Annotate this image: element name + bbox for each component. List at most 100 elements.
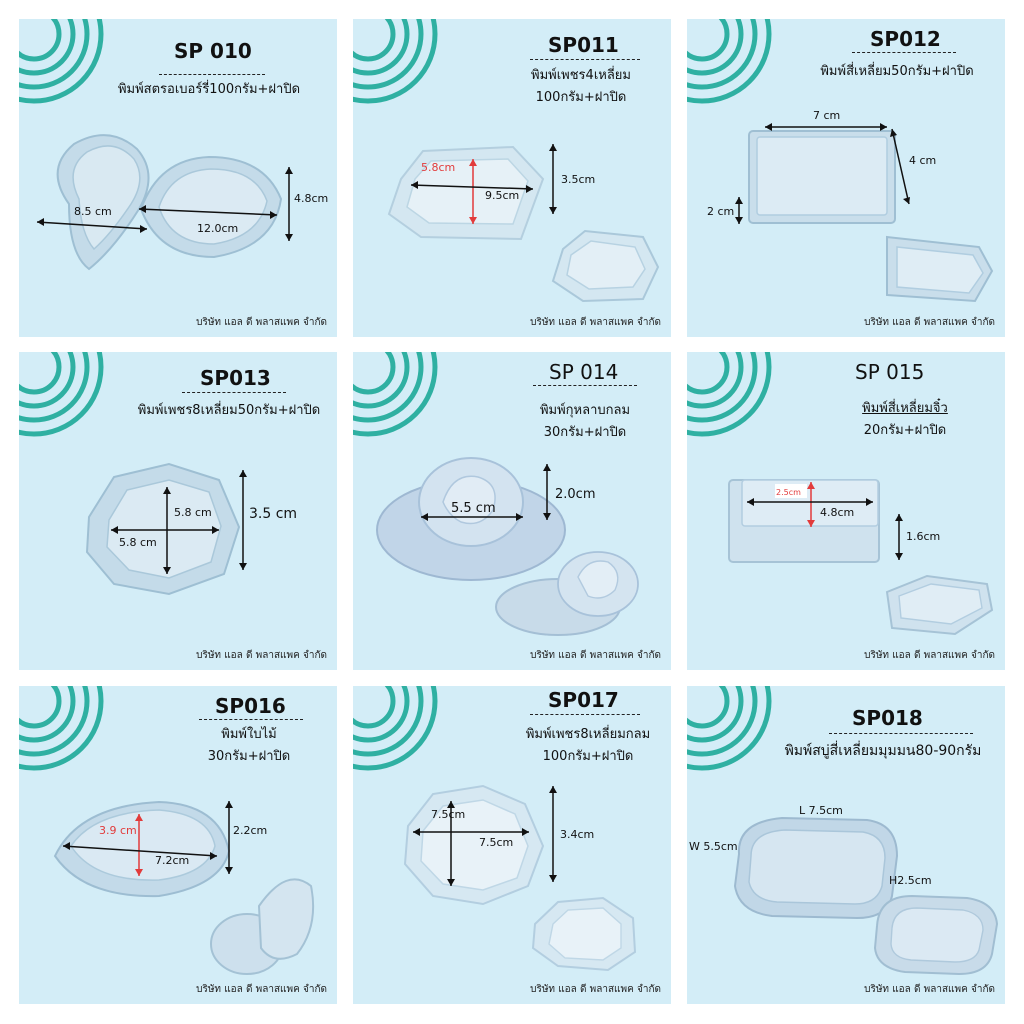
product-description: พิมพ์ใบไม้ 30กรัม+ฝาปิด [189,724,309,768]
product-code: SP018 [852,706,923,730]
dimension-label: 4.8cm [820,506,854,519]
dimension-label: 5.8cm [421,161,455,174]
product-description: พิมพ์สตรอเบอร์รี่100กรัม+ฝาปิด [109,79,309,101]
dimension-label: 2.0cm [555,487,596,502]
product-card-sp015: SP 015 พิมพ์สี่เหลี่ยมจิ๋ว 20กรัม+ฝาปิด … [687,352,1005,670]
dimension-label: 4.8cm [294,192,328,205]
dimension-line [138,208,278,216]
product-code: SP011 [548,33,619,57]
product-description: พิมพ์สี่เหลี่ยมจิ๋ว 20กรัม+ฝาปิด [835,398,975,442]
dimension-label: 3.5 cm [249,506,297,522]
dimension-label: 5.8 cm [119,536,157,549]
description-line: พิมพ์กุหลาบกลม [539,403,631,418]
swirl-logo-icon [19,19,104,104]
description-line: พิมพ์สตรอเบอร์รี่100กรัม+ฝาปิด [117,82,301,97]
product-illustration: 8.5 cm 12.0cm 4.8cm [36,134,328,271]
product-code: SP017 [548,688,619,712]
dimension-label: 9.5cm [485,189,519,202]
company-name: บริษัท แอล ดี พลาสแพค จำกัด [530,650,661,661]
company-name: บริษัท แอล ดี พลาสแพค จำกัด [864,650,995,661]
product-description: พิมพ์กุหลาบกลม 30กรัม+ฝาปิด [515,400,655,444]
description-line: พิมพ์สี่เหลี่ยม50กรัม+ฝาปิด [820,64,974,79]
product-code: SP013 [200,366,271,390]
product-code: SP 014 [549,360,619,384]
product-illustration: 5.8 cm 5.8 cm 3.5 cm [85,462,297,596]
product-card-sp018: SP018 พิมพ์สบู่สี่เหลี่ยมมุมมน80-90กรัม … [687,686,1005,1004]
description-line: 100กรัม+ฝาปิด [542,749,634,764]
description-line: พิมพ์เพชร8เหลี่ยม50กรัม+ฝาปิด [137,403,321,418]
product-card-sp010: SP 010 พิมพ์สตรอเบอร์รี่100กรัม+ฝาปิด 8.… [19,19,337,337]
dimension-label: 8.5 cm [74,205,112,218]
product-description: พิมพ์เพชร4เหลี่ยม 100กรัม+ฝาปิด [501,65,661,109]
description-line: พิมพ์เพชร8เหลี่ยมกลม [525,727,651,742]
description-line: 20กรัม+ฝาปิด [863,423,947,438]
product-card-sp016: SP016 พิมพ์ใบไม้ 30กรัม+ฝาปิด 3.9 cm 7.2… [19,686,337,1004]
product-description: พิมพ์สบู่สี่เหลี่ยมมุมมน80-90กรัม [767,740,999,762]
swirl-logo-icon [353,19,438,104]
description-line: พิมพ์สบู่สี่เหลี่ยมมุมมน80-90กรัม [784,743,982,759]
title-underline [182,392,286,393]
swirl-logo-icon [19,686,104,771]
swirl-logo-icon [19,352,104,437]
dimension-label: 2 cm [707,205,734,218]
product-illustration: 7 cm 4 cm 2 cm [707,109,994,303]
product-code: SP 015 [855,360,925,384]
title-underline [530,59,640,60]
company-name: บริษัท แอล ดี พลาสแพค จำกัด [864,317,995,328]
product-illustration: 7.5cm 7.5cm 3.4cm [403,784,637,972]
product-card-sp011: SP011 พิมพ์เพชร4เหลี่ยม 100กรัม+ฝาปิด 5.… [353,19,671,337]
description-line: พิมพ์ใบไม้ [221,727,277,742]
dimension-label: 7.5cm [431,808,465,821]
product-description: พิมพ์เพชร8เหลี่ยมกลม 100กรัม+ฝาปิด [513,724,663,768]
product-description: พิมพ์สี่เหลี่ยม50กรัม+ฝาปิด [797,61,997,83]
title-underline [533,385,637,386]
swirl-logo-icon [353,352,438,437]
swirl-logo-icon [687,19,772,104]
title-underline [829,733,973,734]
description-line: 100กรัม+ฝาปิด [535,90,627,105]
product-illustration: 5.8cm 9.5cm 3.5cm [387,144,660,303]
product-code: SP012 [870,27,941,51]
dimension-label: 3.9 cm [99,824,137,837]
dimension-label: W 5.5cm [689,840,738,853]
dimension-label: 5.8 cm [174,506,212,519]
description-line: พิมพ์สี่เหลี่ยมจิ๋ว [862,401,948,416]
product-code: SP016 [215,694,286,718]
dimension-label: 4 cm [909,154,936,167]
company-name: บริษัท แอล ดี พลาสแพค จำกัด [196,317,327,328]
product-description: พิมพ์เพชร8เหลี่ยม50กรัม+ฝาปิด [129,400,329,422]
product-illustration: 3.9 cm 7.2cm 2.2cm [53,800,315,975]
description-line: 30กรัม+ฝาปิด [543,425,627,440]
product-card-sp014: SP 014 พิมพ์กุหลาบกลม 30กรัม+ฝาปิด 5.5 c… [353,352,671,670]
dimension-label: 7.5cm [479,836,513,849]
company-name: บริษัท แอล ดี พลาสแพค จำกัด [196,984,327,995]
product-illustration: 5.5 cm 2.0cm [376,457,639,636]
company-name: บริษัท แอล ดี พลาสแพค จำกัด [196,650,327,661]
company-name: บริษัท แอล ดี พลาสแพค จำกัด [864,984,995,995]
dimension-label: 7 cm [813,109,840,122]
description-line: 30กรัม+ฝาปิด [207,749,291,764]
title-underline [530,714,640,715]
dimension-label: L 7.5cm [799,804,843,817]
dimension-line [36,221,148,230]
swirl-logo-icon [687,352,772,437]
product-card-sp012: SP012 พิมพ์สี่เหลี่ยม50กรัม+ฝาปิด 7 cm 4… [687,19,1005,337]
dimension-label: 3.5cm [561,173,595,186]
title-underline [199,719,303,720]
dimension-label: 12.0cm [197,222,238,235]
swirl-logo-icon [687,686,772,771]
title-underline [159,74,265,75]
title-underline [852,52,956,53]
dimension-label: 2.5cm [776,488,801,497]
company-name: บริษัท แอล ดี พลาสแพค จำกัด [530,317,661,328]
product-illustration: L 7.5cm W 5.5cm H2.5cm [689,804,999,976]
dimension-label: 7.2cm [155,854,189,867]
dimension-label: 2.2cm [233,824,267,837]
company-name: บริษัท แอล ดี พลาสแพค จำกัด [530,984,661,995]
dimension-label: 1.6cm [906,530,940,543]
product-card-sp017: SP017 พิมพ์เพชร8เหลี่ยมกลม 100กรัม+ฝาปิด… [353,686,671,1004]
description-line: พิมพ์เพชร4เหลี่ยม [531,68,631,83]
dimension-label: H2.5cm [889,874,932,887]
dimension-label: 3.4cm [560,828,594,841]
